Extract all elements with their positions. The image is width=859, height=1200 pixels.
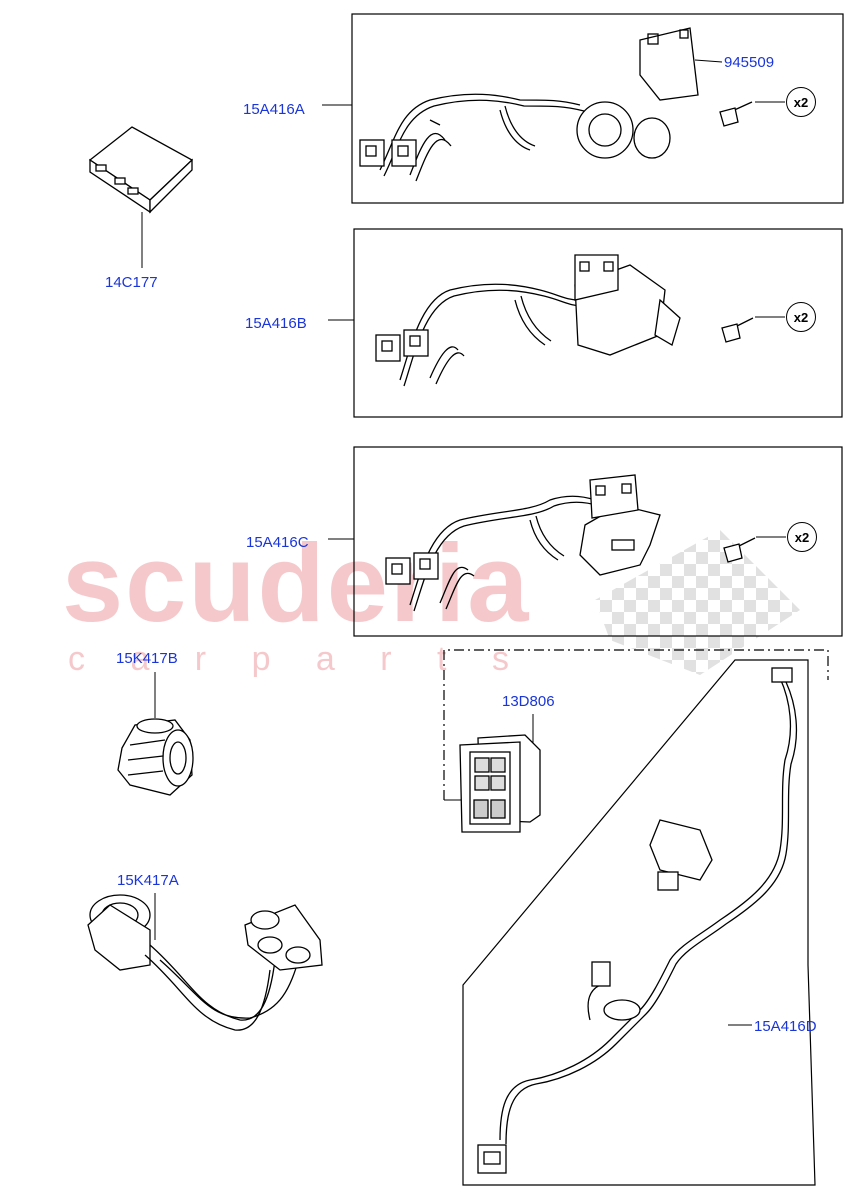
adapter-15k417a-drawing	[87, 894, 323, 1031]
label-945509: 945509	[724, 54, 775, 71]
frame-15a416b	[353, 228, 843, 418]
label-15k417b: 15K417B	[116, 650, 178, 667]
qty-bolt-b: x2	[786, 302, 816, 332]
label-14c177: 14C177	[105, 274, 158, 291]
bolt-a-drawing	[719, 101, 753, 127]
label-13d806: 13D806	[502, 693, 555, 710]
label-15a416b: 15A416B	[245, 315, 307, 332]
dashdot-link	[443, 649, 829, 800]
label-15k417a: 15K417A	[117, 872, 179, 889]
harness-a-drawing	[359, 27, 699, 182]
watermark-sub: c a r p a r t s	[68, 640, 527, 678]
label-15a416c: 15A416C	[246, 534, 309, 551]
frame-15a416a	[351, 13, 844, 204]
frame-15a416c	[353, 446, 843, 637]
switch-13d806-drawing	[459, 734, 541, 833]
harness-b-drawing	[375, 254, 681, 387]
watermark-brand: scuderia	[62, 522, 531, 645]
qty-bolt-c: x2	[787, 522, 817, 552]
label-15a416a: 15A416A	[243, 101, 305, 118]
harness-d-drawing	[477, 667, 798, 1174]
label-15a416d: 15A416D	[754, 1018, 817, 1035]
watermark-flag	[595, 530, 800, 675]
bolt-b-drawing	[721, 317, 754, 343]
module-14c177-drawing	[88, 126, 194, 214]
qty-bolt-a: x2	[786, 87, 816, 117]
harness-c-drawing	[385, 474, 661, 612]
frame-15a416d	[462, 659, 816, 1186]
bolt-c-drawing	[723, 537, 756, 563]
socket-15k417b-drawing	[117, 718, 194, 796]
